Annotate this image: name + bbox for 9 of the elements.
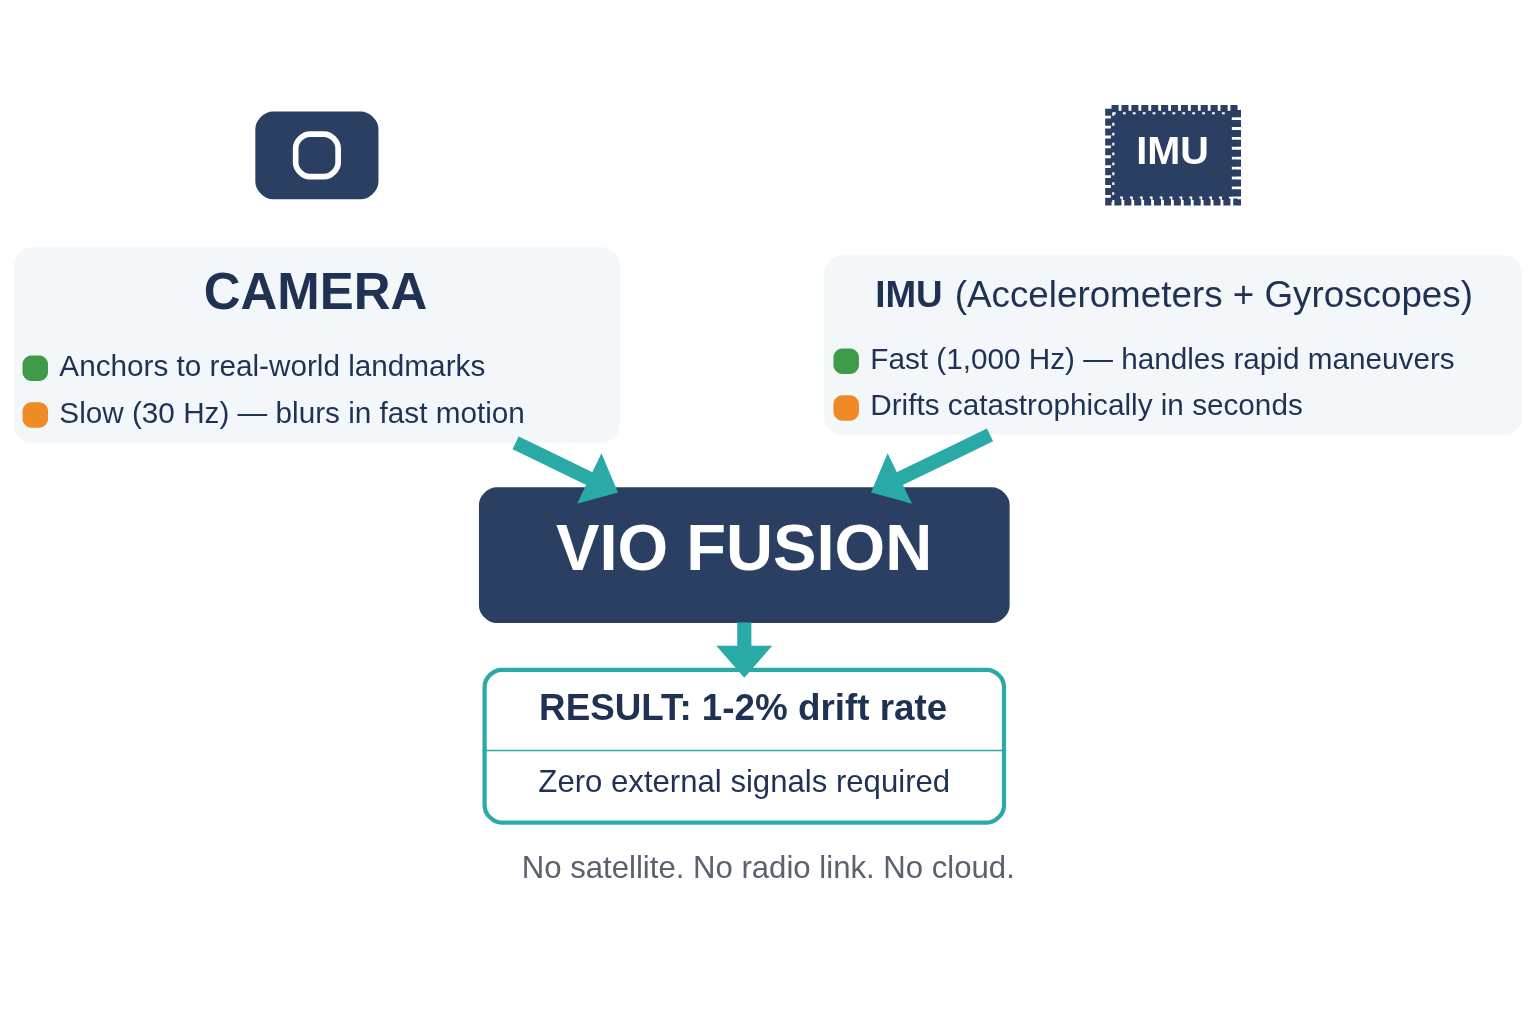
node-box: IMU xyxy=(1105,105,1242,206)
arrow xyxy=(512,436,618,504)
arrow xyxy=(871,428,994,504)
caption: No satellite. No radio link. No cloud. xyxy=(521,849,1015,885)
node-box: CAMERA Anchors to real-world landmarks Slow (30 Hz) — blurs in fast motion xyxy=(14,247,620,443)
node-box: VIO FUSION xyxy=(478,487,1010,624)
arrow xyxy=(716,622,773,678)
node-box: IMU (Accelerometers + Gyroscopes) Fast (1,000 Hz) — handles rapid maneuvers Drifts catastrophically in seconds xyxy=(824,255,1522,435)
node-picture xyxy=(255,111,379,200)
